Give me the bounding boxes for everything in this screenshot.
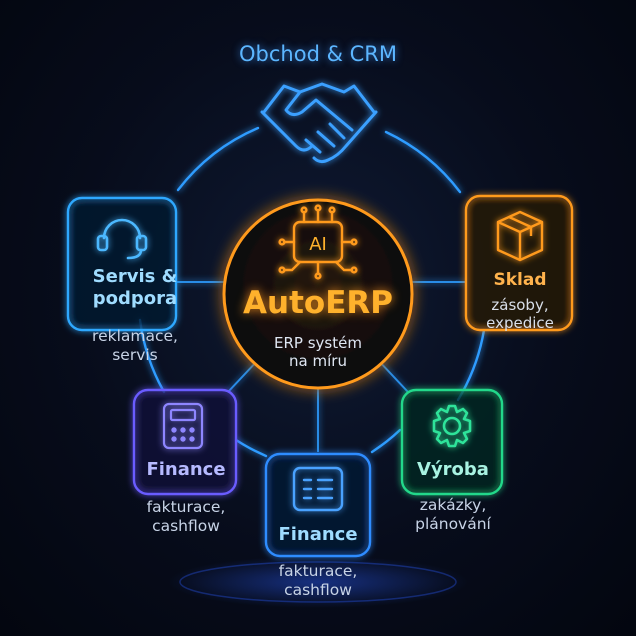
calculator-icon <box>162 402 204 450</box>
gear-icon <box>432 404 472 448</box>
finance-bottom-subtitle: fakturace, cashflow <box>250 562 386 599</box>
crm-title: Obchod & CRM <box>239 42 397 66</box>
sklad-label: Sklad <box>493 270 547 290</box>
vyroba-sub-line2: plánování <box>415 514 491 533</box>
sklad-sub-line1: zásoby, <box>491 296 549 314</box>
ring-arc-top-right <box>384 130 462 194</box>
sklad-subtitle: zásoby, expedice <box>456 296 584 332</box>
headset-icon <box>96 218 148 260</box>
servis-subtitle: reklamace, servis <box>62 327 208 364</box>
spoke-vyroba <box>377 359 409 393</box>
hub-badge: AI <box>309 234 327 255</box>
finance-bottom-sub-line2: cashflow <box>284 580 352 599</box>
servis-label: Servis & podpora <box>68 266 202 309</box>
finance-left-card <box>132 388 238 496</box>
vyroba-card <box>400 388 504 496</box>
finance-bottom-card <box>264 452 372 558</box>
servis-sub-line1: reklamace, <box>92 327 178 345</box>
finance-left-subtitle: fakturace, cashflow <box>118 498 254 535</box>
hub-subtitle-line2: na míru <box>289 352 347 370</box>
spoke-finance-left <box>227 359 259 393</box>
ai-chip-icon <box>278 204 358 280</box>
handshake-icon <box>260 82 378 164</box>
vyroba-label: Výroba <box>417 459 489 480</box>
sklad-sub-line2: expedice <box>486 314 554 332</box>
servis-card <box>66 196 178 332</box>
finance-left-sub-line2: cashflow <box>152 516 220 535</box>
floor-ring <box>179 561 457 603</box>
vyroba-subtitle: zakázky, plánování <box>384 496 522 533</box>
servis-label-line1: Servis & <box>92 266 178 287</box>
finance-bottom-sub-line1: fakturace, <box>278 562 358 580</box>
box-icon <box>496 210 544 262</box>
servis-label-line2: podpora <box>92 287 178 309</box>
sklad-card <box>464 194 574 332</box>
invoice-icon <box>292 466 344 512</box>
spokes <box>176 281 466 452</box>
hub-title: AutoERP <box>243 285 393 321</box>
ring-arc-bottom-right <box>370 428 402 454</box>
vyroba-sub-line1: zakázky, <box>419 496 487 514</box>
ring-arc-top-left <box>176 126 260 192</box>
hub-subtitle-line1: ERP systém <box>274 334 362 352</box>
finance-bottom-label: Finance <box>278 524 358 545</box>
hub-circle <box>222 198 414 390</box>
ring-arc-bottom-left <box>234 438 268 458</box>
floor-glow <box>168 556 468 608</box>
servis-sub-line2: servis <box>112 345 158 364</box>
finance-left-sub-line1: fakturace, <box>146 498 226 516</box>
hub-subtitle: ERP systém na míru <box>238 334 398 370</box>
finance-left-label: Finance <box>146 459 226 480</box>
